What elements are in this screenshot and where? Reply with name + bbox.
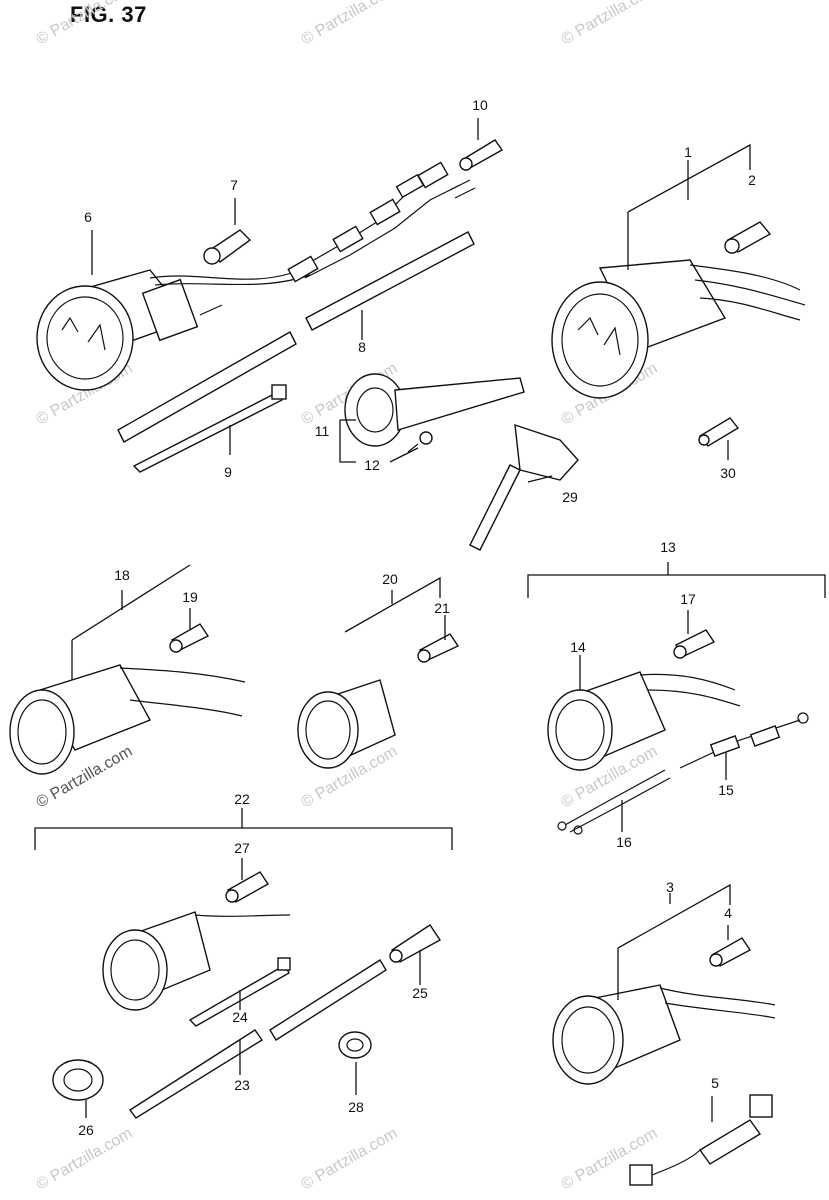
callout-3: 3: [666, 879, 674, 895]
grommet-26[interactable]: [52, 1059, 104, 1101]
callout-15: 15: [718, 782, 734, 798]
callout-16: 16: [616, 834, 632, 850]
callout-21: 21: [434, 600, 450, 616]
callout-28: 28: [348, 1099, 364, 1115]
fitting-30[interactable]: [698, 417, 740, 447]
bulb-17[interactable]: [673, 629, 716, 659]
callout-29: 29: [562, 489, 578, 505]
callout-19: 19: [182, 589, 198, 605]
callout-10: 10: [472, 97, 488, 113]
watermark-text: © Partzilla.com: [34, 0, 136, 48]
gauge-3[interactable]: [552, 984, 776, 1085]
bulb-4[interactable]: [709, 937, 752, 967]
bulb-10[interactable]: [459, 139, 504, 171]
cable-tie-9[interactable]: [132, 384, 287, 473]
gauge-22[interactable]: [102, 911, 291, 1011]
cable-16[interactable]: [557, 769, 671, 835]
callout-17: 17: [680, 591, 696, 607]
callout-27: 27: [234, 840, 250, 856]
wire-harness: [287, 161, 476, 283]
gauge-1[interactable]: [551, 259, 806, 399]
callout-14: 14: [570, 639, 586, 655]
leader-lines: [34, 118, 826, 1122]
callout-12: 12: [364, 457, 380, 473]
callout-labels: 1234567891011121314151617181920212223242…: [78, 97, 756, 1138]
bulb-27[interactable]: [225, 871, 270, 903]
callout-22: 22: [234, 791, 250, 807]
gauge-18[interactable]: [9, 664, 246, 775]
callout-5: 5: [711, 1075, 719, 1091]
hose-23[interactable]: [128, 1029, 263, 1119]
hose-8[interactable]: [117, 231, 475, 443]
connector-5[interactable]: [629, 1094, 773, 1186]
callout-4: 4: [724, 905, 732, 921]
bulb-19[interactable]: [169, 623, 210, 653]
watermark-text: © Partzilla.com: [559, 0, 661, 48]
grommet-28[interactable]: [338, 1031, 372, 1059]
callout-18: 18: [114, 567, 130, 583]
gauge-6[interactable]: [36, 269, 311, 391]
switch-11[interactable]: [344, 373, 525, 447]
screw-12[interactable]: [407, 431, 433, 453]
fitting-25[interactable]: [389, 924, 442, 963]
callout-7: 7: [230, 177, 238, 193]
callout-6: 6: [84, 209, 92, 225]
watermark-text: © Partzilla.com: [299, 0, 401, 48]
callout-1: 1: [684, 144, 692, 160]
cable-15[interactable]: [679, 712, 809, 769]
bulb-2[interactable]: [724, 221, 772, 254]
callout-8: 8: [358, 339, 366, 355]
callout-30: 30: [720, 465, 736, 481]
callout-9: 9: [224, 464, 232, 480]
callout-11: 11: [315, 423, 330, 439]
watermark-text: © Partzilla.com: [299, 1125, 401, 1194]
figure-title: FIG. 37: [70, 2, 147, 27]
bulb-21[interactable]: [417, 633, 460, 663]
gauge-20[interactable]: [297, 679, 396, 769]
bulb-7[interactable]: [203, 229, 252, 265]
callout-26: 26: [78, 1122, 94, 1138]
bracket-29[interactable]: [469, 423, 579, 551]
callout-24: 24: [232, 1009, 248, 1025]
callout-20: 20: [382, 571, 398, 587]
callout-13: 13: [660, 539, 676, 555]
callout-2: 2: [748, 172, 756, 188]
callout-25: 25: [412, 985, 428, 1001]
hose-right: [269, 959, 387, 1041]
callout-23: 23: [234, 1077, 250, 1093]
gauge-14[interactable]: [547, 671, 741, 771]
